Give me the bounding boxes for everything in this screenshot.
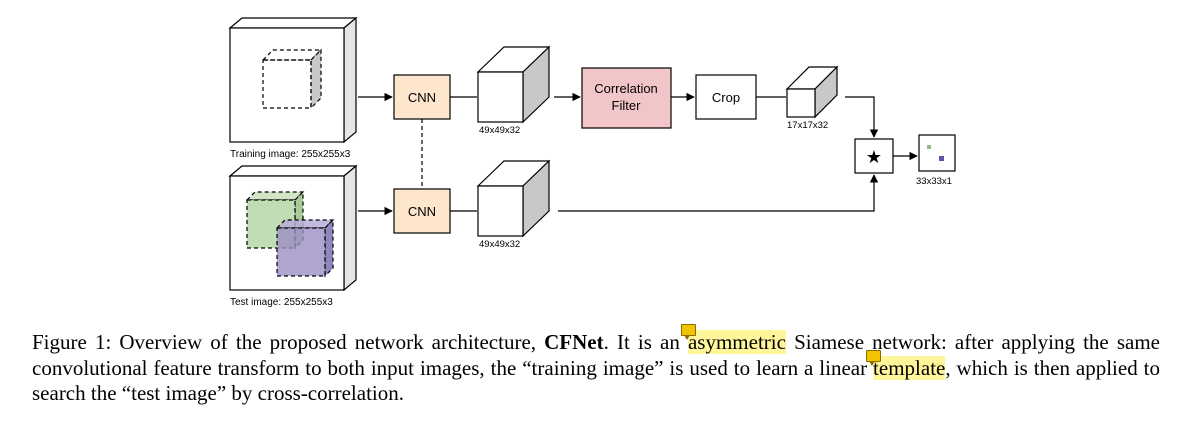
star-correlation-icon: ★ (866, 147, 882, 167)
caption-part-1: . It is an (603, 330, 688, 354)
cnn-label-top: CNN (408, 90, 436, 105)
template-cube: 17x17x32 (785, 65, 839, 131)
comment-note-icon[interactable] (680, 324, 696, 340)
crop-box: Crop (695, 74, 757, 120)
arrow-search-to-correlation (558, 174, 879, 212)
cnn-box-bottom: CNN (393, 188, 451, 234)
output-size-label: 33x33x1 (916, 176, 952, 187)
comment-note-icon[interactable] (866, 349, 882, 366)
highlight-annotation-template[interactable]: template (866, 349, 946, 380)
figure-caption: Figure 1: Overview of the proposed netwo… (32, 324, 1161, 407)
correlation-filter-box: Correlation Filter (581, 67, 672, 129)
feature-size-label-bottom: 49x49x32 (479, 239, 520, 250)
correlation-filter-label-line1: Correlation (594, 81, 658, 96)
cropped-size-label: 17x17x32 (787, 120, 828, 131)
correlation-filter-label-line2: Filter (612, 98, 642, 113)
caption-part-2: Siamese network: after applying the same… (32, 330, 1161, 380)
response-map: 33x33x1 (916, 134, 956, 187)
caption-prefix: Figure 1: Overview of the proposed netwo… (32, 330, 545, 354)
purple-peak-dot (939, 156, 944, 161)
cnn-label-bottom: CNN (408, 204, 436, 219)
training-image-block: Training image: 255x255x3 (228, 16, 358, 160)
highlight-text-template: template (873, 355, 946, 380)
caption-model-name: CFNet (544, 330, 604, 354)
feature-cube-bottom: 49x49x32 (476, 159, 551, 250)
test-image-label: Test image: 255x255x3 (230, 297, 333, 308)
highlight-annotation-asymmetric[interactable]: asymmetric (680, 324, 786, 354)
crop-label: Crop (712, 90, 740, 105)
cross-correlation-box: ★ (854, 138, 894, 174)
training-image-label: Training image: 255x255x3 (230, 149, 351, 160)
caption-part-3: , which is then applied to search the “t… (32, 355, 1160, 406)
test-image-block: Test image: 255x255x3 (228, 164, 358, 308)
cnn-box-top: CNN (393, 74, 451, 120)
arrow-template-to-correlation (845, 96, 879, 138)
feature-size-label-top: 49x49x32 (479, 125, 520, 136)
cfnet-architecture-diagram: Training image: 255x255x3 Test image: 25… (228, 16, 956, 308)
highlight-text-asymmetric: asymmetric (687, 330, 786, 354)
purple-patch-cube (275, 218, 335, 278)
feature-cube-top: 49x49x32 (476, 45, 551, 136)
green-peak-dot (927, 145, 931, 149)
training-patch-cube (261, 48, 323, 110)
